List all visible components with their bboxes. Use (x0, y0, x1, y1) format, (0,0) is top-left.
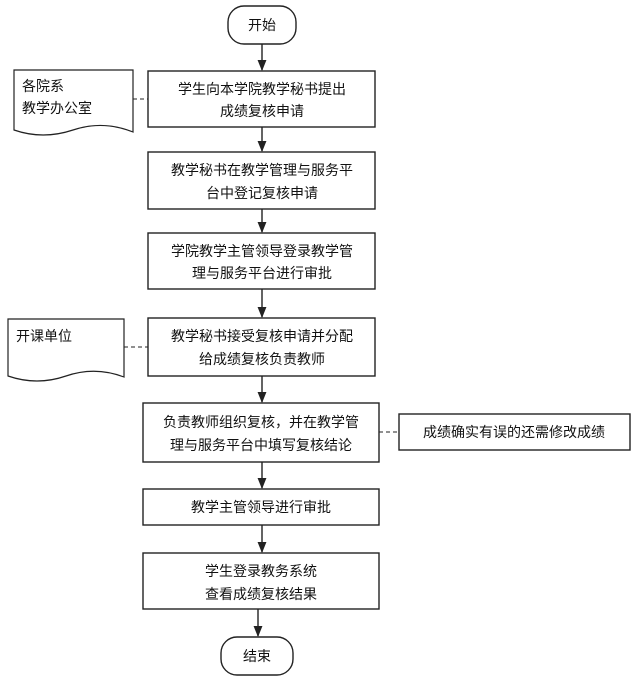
start-label: 开始 (248, 18, 276, 34)
end-terminal: 结束 (220, 636, 294, 676)
department-office-line-1: 各院系 (22, 79, 64, 95)
step-2-line-1: 教学秘书在教学管理与服务平 (171, 163, 353, 179)
step-1-line-2: 成绩复核申请 (220, 103, 304, 120)
annotation-course-unit: 开课单位 (7, 318, 125, 382)
step-1-line-1: 学生向本学院教学秘书提出 (178, 82, 346, 98)
step-4-line-2: 给成绩复核负责教师 (199, 351, 325, 368)
step-7-line-2: 查看成绩复核结果 (205, 586, 317, 603)
end-label: 结束 (243, 649, 271, 665)
step-5-line-2: 理与服务平台中填写复核结论 (170, 437, 352, 454)
step-5-line-1: 负责教师组织复核，并在教学管 (163, 414, 359, 431)
step-2-box: 教学秘书在教学管理与服务平 台中登记复核申请 (147, 151, 376, 210)
step-7-box: 学生登录教务系统 查看成绩复核结果 (142, 552, 380, 610)
step-7-line-1: 学生登录教务系统 (205, 564, 317, 580)
step-4-box: 教学秘书接受复核申请并分配 给成绩复核负责教师 (147, 317, 376, 377)
step-4-line-1: 教学秘书接受复核申请并分配 (171, 328, 353, 345)
course-unit-line-1: 开课单位 (16, 329, 72, 345)
step-3-line-2: 理与服务平台进行审批 (192, 266, 332, 282)
department-office-line-2: 教学办公室 (22, 100, 92, 117)
note-text: 成绩确实有误的还需修改成绩 (423, 425, 605, 441)
annotation-department-office: 各院系 教学办公室 (13, 69, 134, 136)
step-5-box: 负责教师组织复核，并在教学管 理与服务平台中填写复核结论 (142, 402, 380, 463)
step-1-box: 学生向本学院教学秘书提出 成绩复核申请 (147, 70, 376, 128)
annotation-note: 成绩确实有误的还需修改成绩 (398, 413, 631, 451)
start-terminal: 开始 (227, 5, 297, 45)
step-3-line-1: 学院教学主管领导登录教学管 (171, 244, 353, 260)
step-6-box: 教学主管领导进行审批 (142, 488, 380, 526)
step-3-box: 学院教学主管领导登录教学管 理与服务平台进行审批 (147, 232, 376, 290)
step-6-line-1: 教学主管领导进行审批 (191, 500, 331, 516)
step-2-line-2: 台中登记复核申请 (206, 185, 318, 202)
